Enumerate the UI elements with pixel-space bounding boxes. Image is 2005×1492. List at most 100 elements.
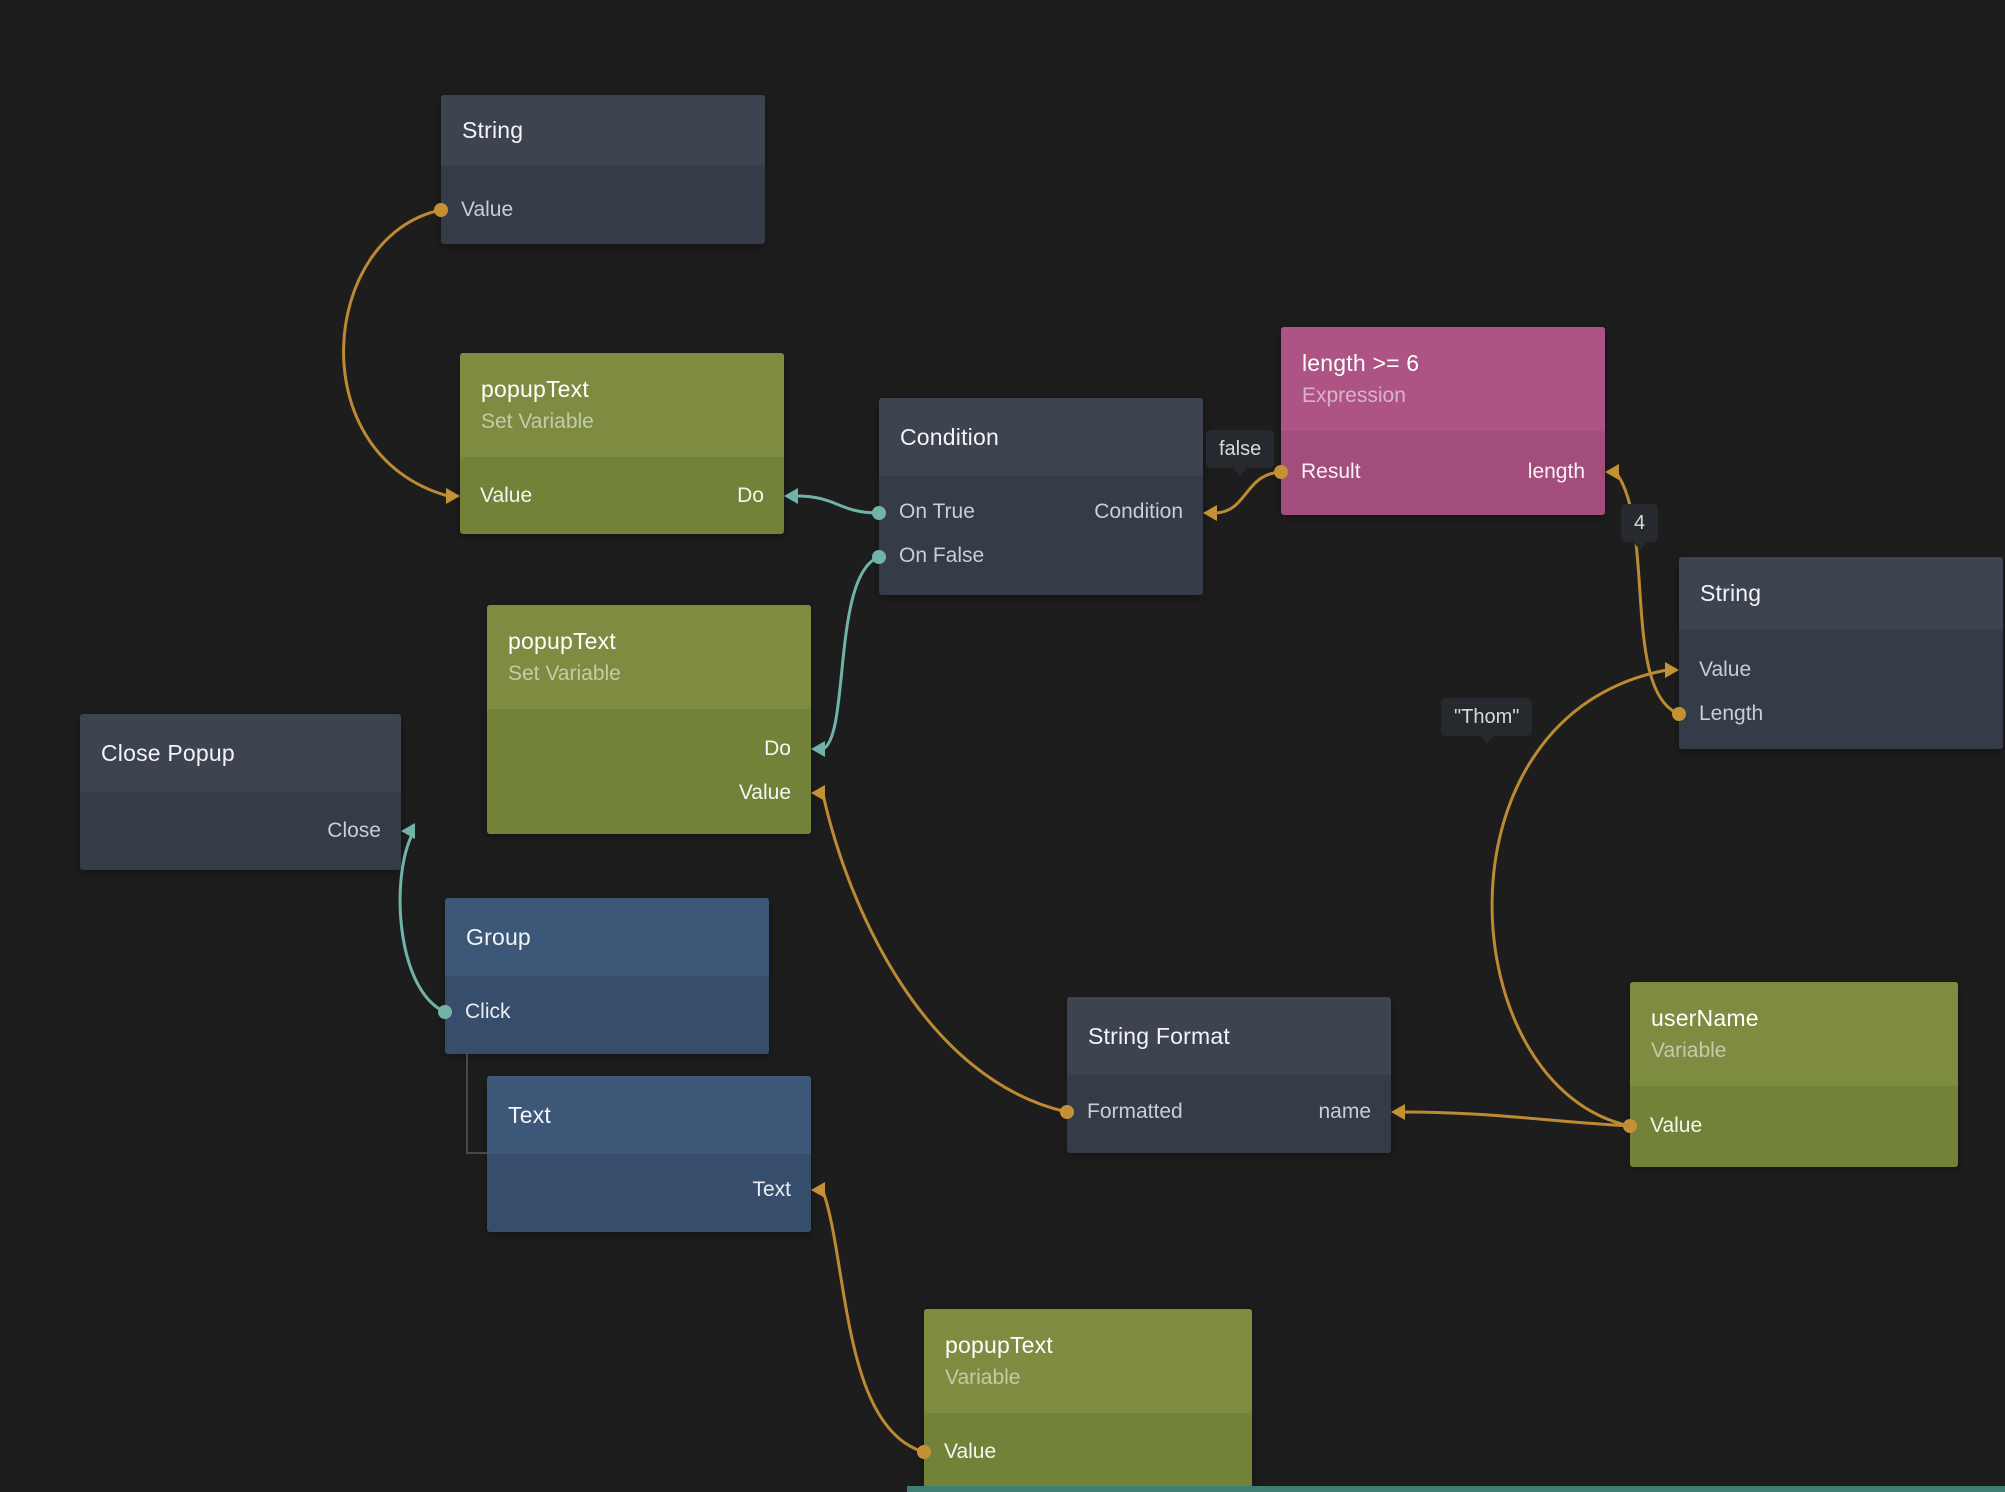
port-row: Formatted name bbox=[1067, 1090, 1391, 1134]
value-badge-4: 4 bbox=[1621, 504, 1659, 550]
connection-click-to-close[interactable] bbox=[398, 832, 446, 1014]
node-body: Close bbox=[80, 792, 401, 853]
node-body: Value bbox=[1630, 1086, 1958, 1148]
node-title: Condition bbox=[900, 423, 999, 450]
connection-arrow-icon bbox=[446, 488, 460, 504]
port-row: On False bbox=[879, 534, 1203, 578]
node-header: Group bbox=[445, 898, 769, 976]
node-popuptext-variable[interactable]: popupText Variable Value bbox=[924, 1309, 1252, 1492]
node-header: Condition bbox=[879, 398, 1203, 476]
connection-arrow-icon bbox=[784, 488, 798, 504]
node-header: popupText Variable bbox=[924, 1309, 1252, 1413]
port-value[interactable]: Value bbox=[1650, 1114, 1703, 1137]
port-row: Result length bbox=[1281, 450, 1605, 494]
port-formatted[interactable]: Formatted bbox=[1087, 1100, 1183, 1123]
port-row: Value bbox=[441, 188, 765, 232]
port-value[interactable]: Value bbox=[480, 484, 533, 507]
node-string-top[interactable]: String Value bbox=[441, 95, 765, 244]
node-header: userName Variable bbox=[1630, 982, 1958, 1086]
node-header: Text bbox=[487, 1076, 811, 1154]
node-header: String bbox=[1679, 557, 2003, 630]
port-value[interactable]: Value bbox=[738, 781, 791, 804]
node-group[interactable]: Group Click bbox=[445, 898, 769, 1054]
node-body: Value Do bbox=[460, 457, 784, 518]
node-string-format[interactable]: String Format Formatted name bbox=[1067, 997, 1391, 1153]
port-value[interactable]: Value bbox=[1699, 658, 1752, 681]
node-username-variable[interactable]: userName Variable Value bbox=[1630, 982, 1958, 1167]
node-header: popupText Set Variable bbox=[487, 605, 811, 709]
connection-string-to-popuptext-value[interactable] bbox=[342, 208, 449, 498]
port-condition[interactable]: Condition bbox=[1094, 500, 1183, 523]
node-title: popupText bbox=[481, 376, 589, 402]
node-title: popupText bbox=[508, 628, 616, 654]
connection-username-to-name[interactable] bbox=[1402, 1110, 1631, 1128]
port-close[interactable]: Close bbox=[327, 819, 381, 842]
hierarchy-connector bbox=[466, 1054, 487, 1154]
port-on-false[interactable]: On False bbox=[899, 544, 985, 567]
node-header: length >= 6 Expression bbox=[1281, 327, 1605, 431]
node-body: Value bbox=[441, 165, 765, 232]
node-title: String bbox=[462, 116, 524, 143]
port-value[interactable]: Value bbox=[944, 1440, 997, 1463]
connection-onfalse-to-do[interactable] bbox=[822, 555, 880, 751]
port-length[interactable]: length bbox=[1527, 460, 1585, 483]
port-row: Value bbox=[1630, 1104, 1958, 1148]
connection-arrow-icon bbox=[811, 785, 825, 801]
node-subtitle: Variable bbox=[945, 1366, 1021, 1389]
port-row: Text bbox=[487, 1168, 811, 1212]
port-row: Click bbox=[445, 990, 769, 1034]
port-click[interactable]: Click bbox=[465, 1000, 511, 1023]
value-badge-false: false bbox=[1206, 430, 1275, 476]
node-set-variable-popuptext-2[interactable]: popupText Set Variable Do Value bbox=[487, 605, 811, 834]
node-set-variable-popuptext-1[interactable]: popupText Set Variable Value Do bbox=[460, 353, 784, 534]
canvas-bottom-strip bbox=[907, 1486, 2005, 1492]
port-do[interactable]: Do bbox=[764, 737, 791, 760]
node-body: Text bbox=[487, 1154, 811, 1212]
port-value[interactable]: Value bbox=[461, 198, 514, 221]
port-on-true[interactable]: On True bbox=[899, 500, 975, 523]
node-title: Text bbox=[508, 1101, 551, 1128]
node-close-popup[interactable]: Close Popup Close bbox=[80, 714, 401, 870]
node-condition[interactable]: Condition On True Condition On False bbox=[879, 398, 1203, 595]
node-body: Click bbox=[445, 976, 769, 1034]
node-body: Formatted name bbox=[1067, 1075, 1391, 1134]
node-title: popupText bbox=[945, 1332, 1053, 1358]
connection-arrow-icon bbox=[1665, 662, 1679, 678]
node-title: userName bbox=[1651, 1005, 1759, 1031]
connection-arrow-icon bbox=[1203, 505, 1217, 521]
node-subtitle: Variable bbox=[1651, 1039, 1727, 1062]
node-subtitle: Expression bbox=[1302, 384, 1406, 407]
node-title: String bbox=[1700, 580, 1762, 606]
node-title: String Format bbox=[1088, 1022, 1230, 1049]
port-row: Value bbox=[924, 1430, 1252, 1474]
connection-ontrue-to-do[interactable] bbox=[795, 494, 880, 515]
node-text[interactable]: Text Text bbox=[487, 1076, 811, 1232]
connection-formatted-to-popuptext-value[interactable] bbox=[821, 793, 1068, 1114]
port-length[interactable]: Length bbox=[1699, 702, 1764, 725]
connection-popuptext-to-text[interactable] bbox=[821, 1190, 925, 1454]
node-header: String Format bbox=[1067, 997, 1391, 1075]
node-header: String bbox=[441, 95, 765, 165]
port-result[interactable]: Result bbox=[1301, 460, 1361, 483]
node-expression[interactable]: length >= 6 Expression Result length bbox=[1281, 327, 1605, 515]
connection-arrow-icon bbox=[811, 741, 825, 757]
port-row: Value bbox=[1679, 648, 2003, 692]
connection-arrow-icon bbox=[1605, 464, 1619, 480]
port-name[interactable]: name bbox=[1318, 1100, 1371, 1123]
connection-arrow-icon bbox=[1391, 1104, 1405, 1120]
node-title: Close Popup bbox=[101, 739, 235, 766]
connection-result-to-condition[interactable] bbox=[1214, 470, 1282, 515]
port-do[interactable]: Do bbox=[737, 484, 764, 507]
node-title: length >= 6 bbox=[1302, 350, 1420, 376]
node-subtitle: Set Variable bbox=[508, 662, 621, 685]
port-row: Value bbox=[487, 771, 811, 815]
port-row: Do bbox=[487, 727, 811, 771]
node-body: Result length bbox=[1281, 431, 1605, 494]
connection-arrow-icon bbox=[811, 1182, 825, 1198]
port-row: Value Do bbox=[460, 474, 784, 518]
node-string-right[interactable]: String Value Length bbox=[1679, 557, 2003, 749]
port-row: Close bbox=[80, 809, 401, 853]
node-header: popupText Set Variable bbox=[460, 353, 784, 457]
port-text[interactable]: Text bbox=[752, 1178, 791, 1201]
